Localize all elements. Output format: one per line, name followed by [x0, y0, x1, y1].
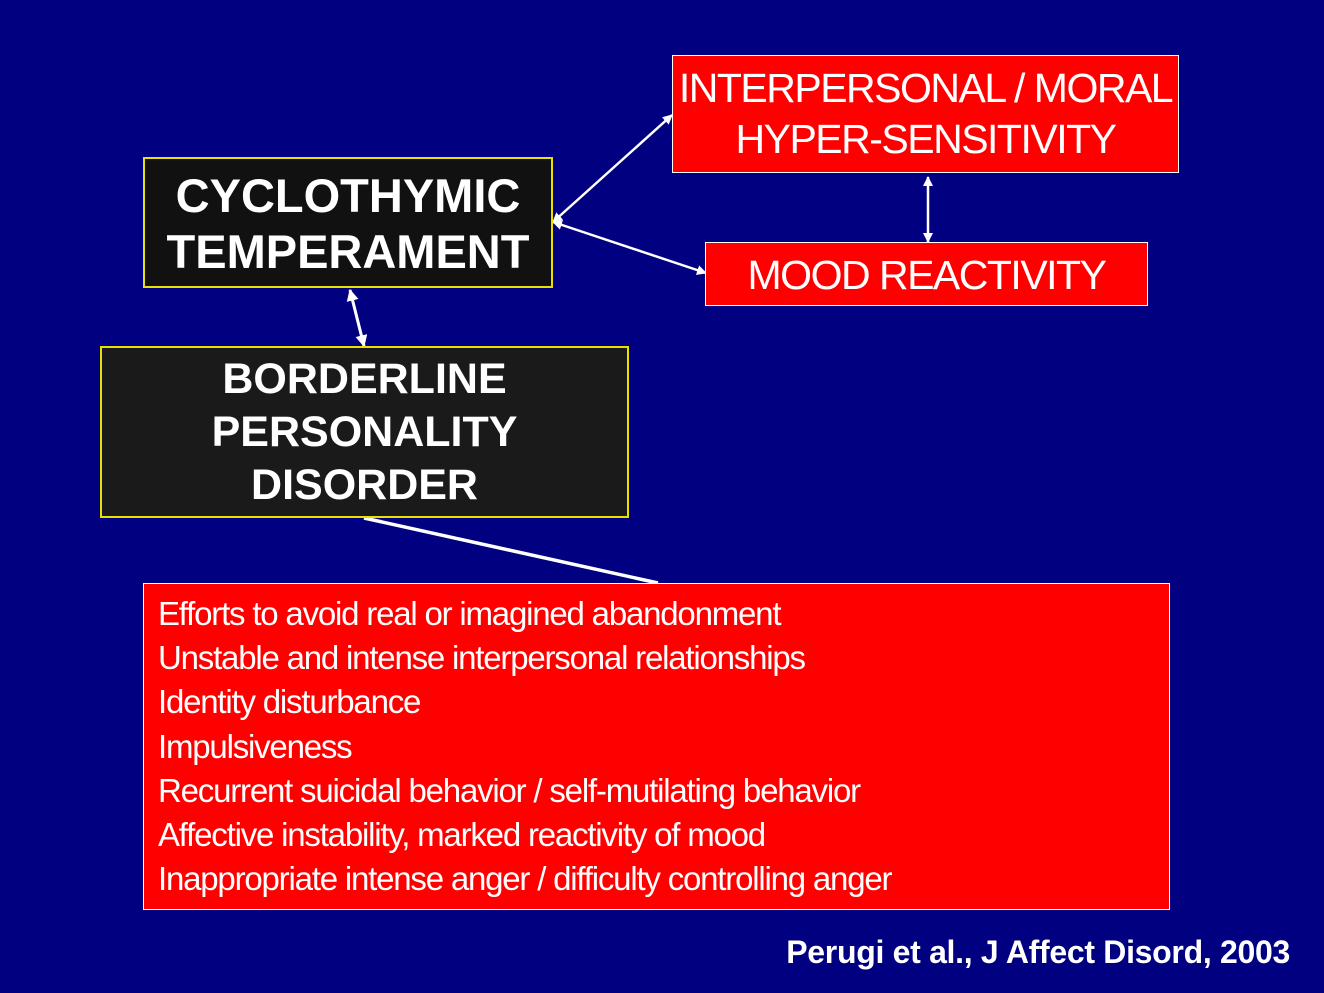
- criterion-item: Unstable and intense interpersonal relat…: [158, 639, 806, 677]
- cyclothymic-line-1: CYCLOTHYMIC: [175, 168, 521, 222]
- arrow-cyclothymic-borderline: [346, 288, 368, 348]
- borderline-line-3: DISORDER: [251, 460, 478, 509]
- arrow-cyclothymic-mood: [552, 220, 707, 275]
- citation: Perugi et al., J Affect Disord, 2003: [786, 934, 1290, 970]
- borderline-personality-disorder-node: BORDERLINE PERSONALITY DISORDER: [100, 346, 629, 518]
- mood-reactivity-label: MOOD REACTIVITY: [747, 251, 1107, 298]
- cyclothymic-temperament-node: CYCLOTHYMIC TEMPERAMENT: [143, 157, 553, 288]
- criterion-item: Affective instability, marked reactivity…: [158, 816, 766, 854]
- criterion-item: Recurrent suicidal behavior / self-mutil…: [158, 771, 861, 809]
- interpersonal-hypersensitivity-node: INTERPERSONAL / MORAL HYPER-SENSITIVITY: [672, 55, 1179, 173]
- criteria-box: Efforts to avoid real or imagined abando…: [143, 583, 1170, 910]
- criterion-item: Efforts to avoid real or imagined abando…: [158, 595, 782, 632]
- arrow-cyclothymic-interpersonal: [552, 114, 673, 223]
- borderline-line-1: BORDERLINE: [222, 354, 507, 403]
- line-borderline-criteria: [363, 516, 659, 585]
- interpersonal-line-1: INTERPERSONAL / MORAL: [678, 65, 1174, 111]
- criterion-item: Identity disturbance: [158, 683, 421, 721]
- mood-reactivity-node: MOOD REACTIVITY: [705, 242, 1148, 306]
- borderline-line-2: PERSONALITY: [211, 407, 518, 456]
- criterion-item: Impulsiveness: [158, 727, 353, 765]
- interpersonal-line-2: HYPER-SENSITIVITY: [735, 116, 1117, 162]
- cyclothymic-line-2: TEMPERAMENT: [166, 224, 530, 278]
- criterion-item: Inappropriate intense anger / difficulty…: [158, 860, 892, 898]
